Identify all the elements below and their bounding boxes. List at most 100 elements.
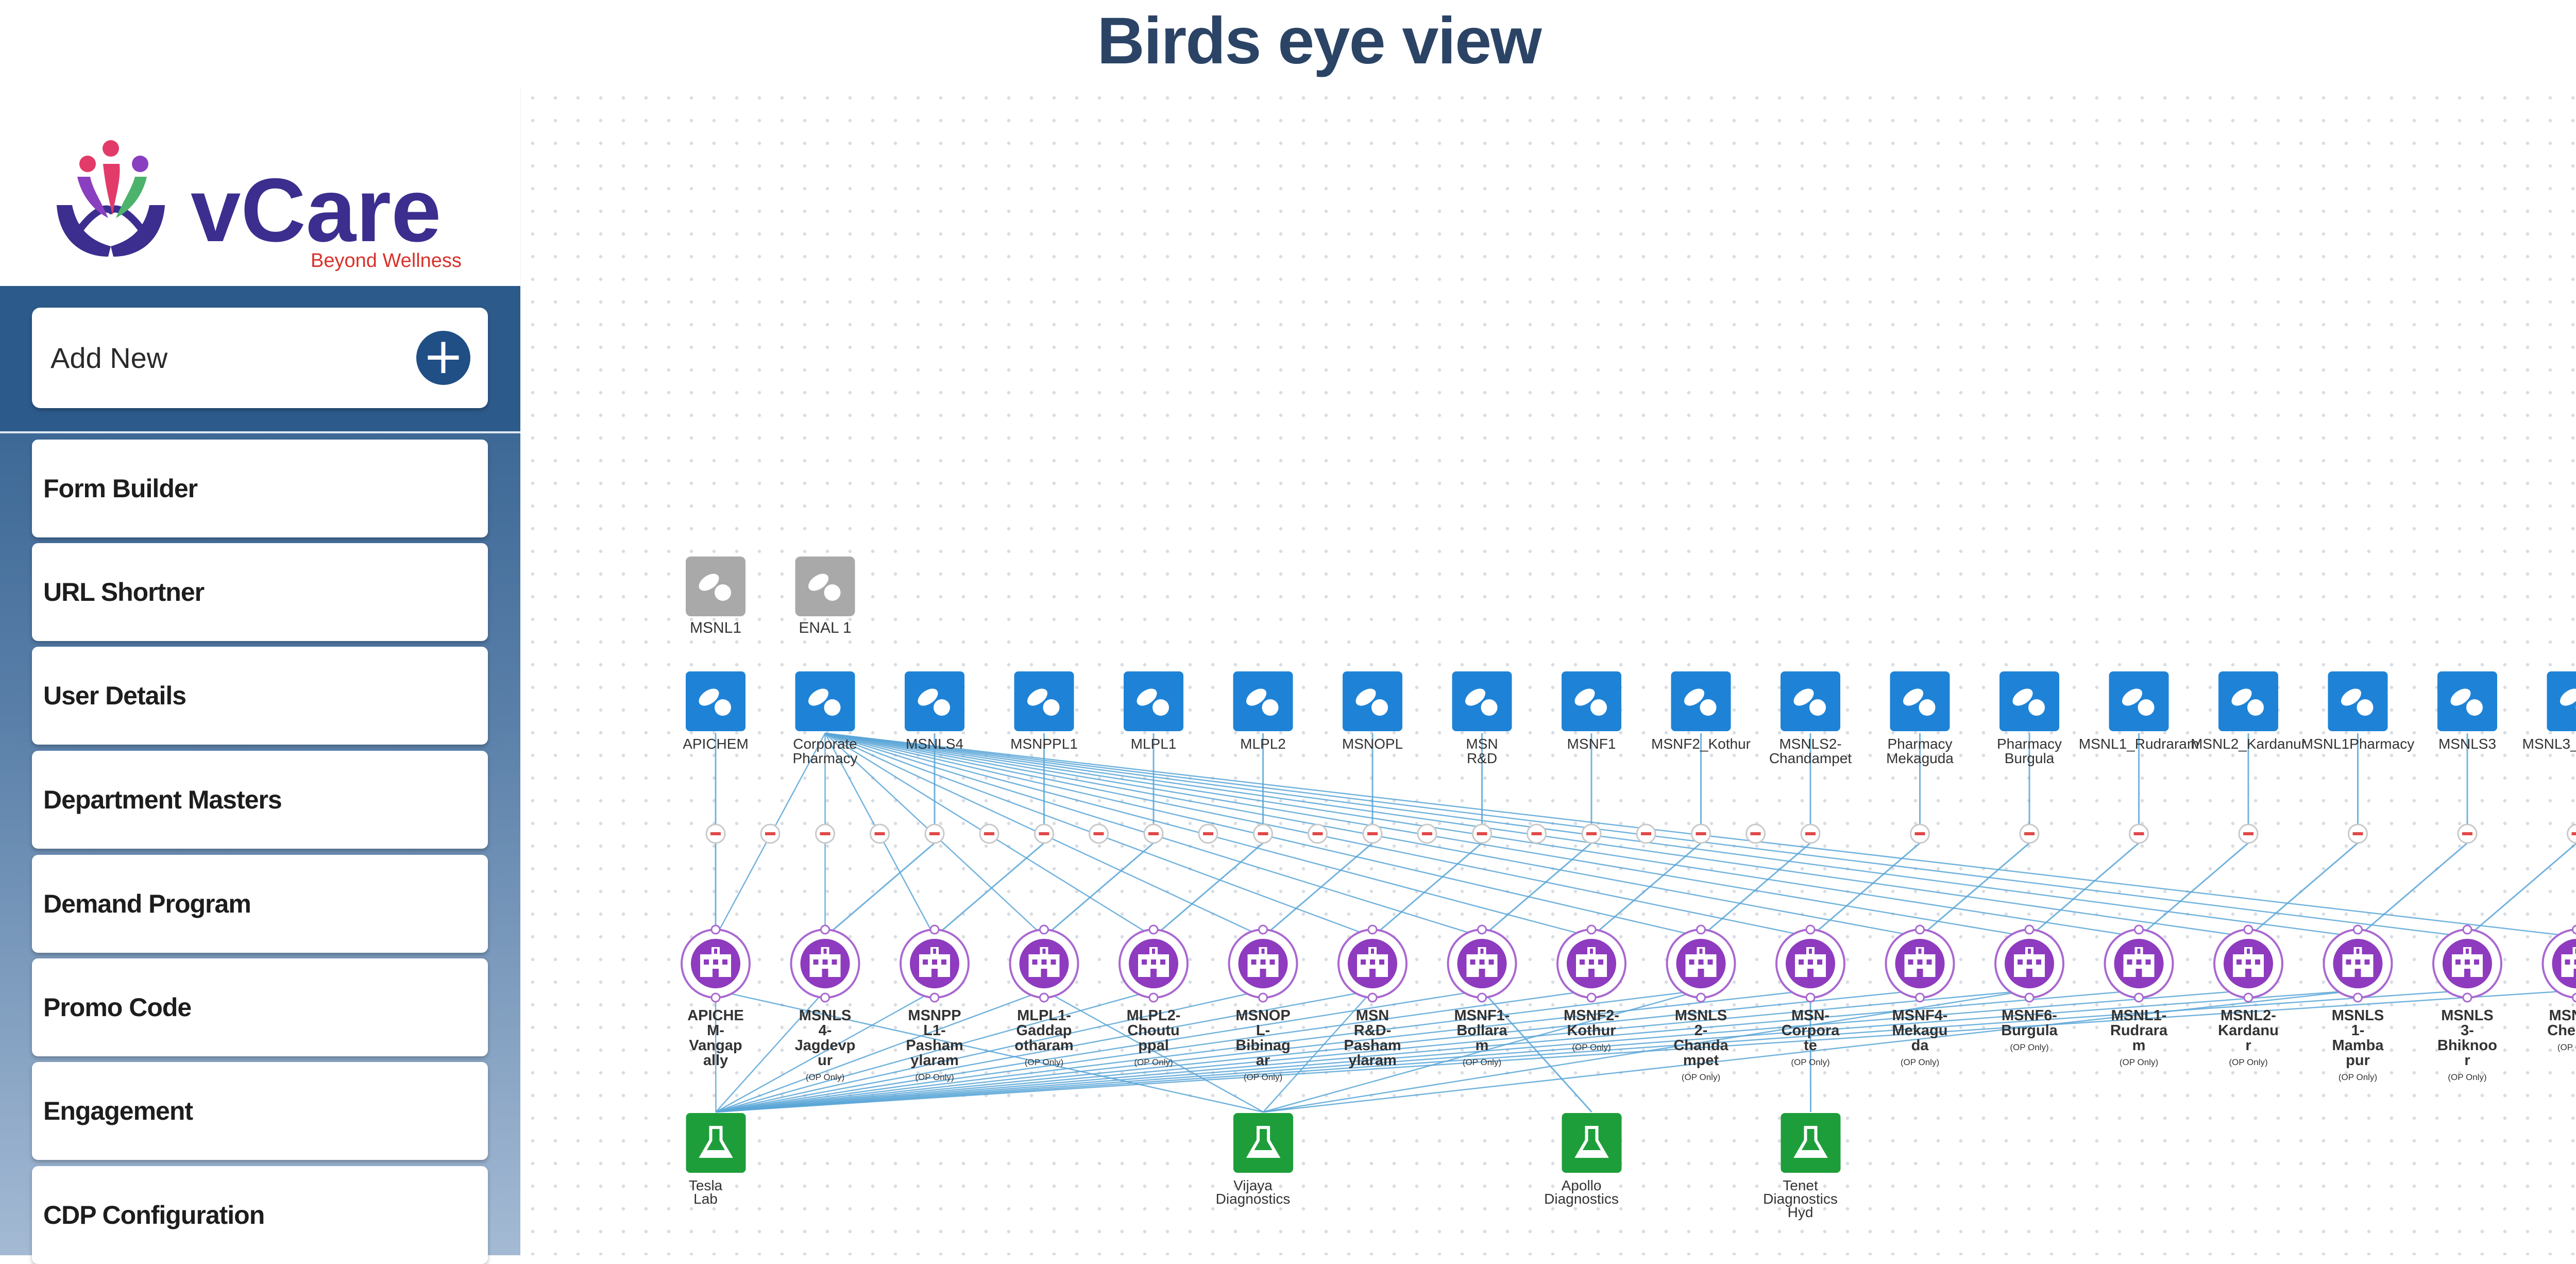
lab-node[interactable] bbox=[1233, 1113, 1293, 1173]
pharmacy-node[interactable] bbox=[2437, 671, 2497, 731]
hospital-node[interactable] bbox=[2543, 925, 2576, 1002]
collapse-button[interactable] bbox=[871, 824, 889, 843]
lab-node[interactable] bbox=[1562, 1113, 1622, 1173]
sidebar-item-form-builder[interactable]: Form Builder bbox=[32, 440, 488, 537]
collapse-button[interactable] bbox=[1309, 824, 1327, 843]
sidebar-item-department-masters[interactable]: Department Masters bbox=[32, 751, 488, 849]
pharmacy-node[interactable] bbox=[1890, 671, 1950, 731]
inactive-node-box[interactable] bbox=[795, 557, 855, 616]
pharmacy-node-box[interactable] bbox=[1233, 671, 1293, 731]
pharmacy-node-box[interactable] bbox=[2218, 671, 2278, 731]
collapse-button[interactable] bbox=[2130, 824, 2148, 843]
sidebar-item-url-shortner[interactable]: URL Shortner bbox=[32, 543, 488, 641]
collapse-button[interactable] bbox=[2020, 824, 2039, 843]
collapse-button[interactable] bbox=[1692, 824, 1710, 843]
pharmacy-node[interactable] bbox=[795, 671, 855, 731]
hospital-node[interactable] bbox=[2324, 925, 2392, 1002]
pharmacy-node-box[interactable] bbox=[1781, 671, 1840, 731]
lab-node[interactable] bbox=[686, 1113, 746, 1173]
vcare-logo[interactable]: vCare Beyond Wellness bbox=[0, 87, 520, 286]
pharmacy-node-box[interactable] bbox=[1452, 671, 1512, 731]
collapse-button[interactable] bbox=[706, 824, 725, 843]
collapse-button[interactable] bbox=[1747, 824, 1765, 843]
hospital-node[interactable] bbox=[1229, 925, 1297, 1002]
pharmacy-node-box[interactable] bbox=[2109, 671, 2169, 731]
inactive-pharmacy-node[interactable] bbox=[795, 557, 855, 616]
collapse-button[interactable] bbox=[816, 824, 835, 843]
sidebar-item-demand-program[interactable]: Demand Program bbox=[32, 855, 488, 953]
pharmacy-node-box[interactable] bbox=[2437, 671, 2497, 731]
pharmacy-node[interactable] bbox=[1781, 671, 1840, 731]
hospital-node[interactable] bbox=[682, 925, 750, 1002]
pharmacy-node-box[interactable] bbox=[905, 671, 964, 731]
sidebar-item-engagement[interactable]: Engagement bbox=[32, 1062, 488, 1160]
pharmacy-node[interactable] bbox=[1999, 671, 2059, 731]
hospital-node[interactable] bbox=[1120, 925, 1188, 1002]
pharmacy-node[interactable] bbox=[905, 671, 964, 731]
hospital-node[interactable] bbox=[2433, 925, 2501, 1002]
pharmacy-node-box[interactable] bbox=[1343, 671, 1402, 731]
collapse-button[interactable] bbox=[1473, 824, 1492, 843]
hospital-node[interactable] bbox=[1886, 925, 1954, 1002]
pharmacy-node-box[interactable] bbox=[1671, 671, 1731, 731]
pharmacy-node[interactable] bbox=[1124, 671, 1183, 731]
sidebar-item-promo-code[interactable]: Promo Code bbox=[32, 958, 488, 1056]
collapse-button[interactable] bbox=[1528, 824, 1546, 843]
collapse-button[interactable] bbox=[1911, 824, 1929, 843]
collapse-button[interactable] bbox=[1801, 824, 1820, 843]
pharmacy-node-box[interactable] bbox=[1562, 671, 1621, 731]
sidebar-item-user-details[interactable]: User Details bbox=[32, 647, 488, 745]
pharmacy-node[interactable] bbox=[1343, 671, 1402, 731]
hospital-node[interactable] bbox=[791, 925, 859, 1002]
collapse-button[interactable] bbox=[2568, 824, 2576, 843]
pharmacy-node-box[interactable] bbox=[1999, 671, 2059, 731]
lab-node-box[interactable] bbox=[1562, 1113, 1622, 1173]
collapse-button[interactable] bbox=[1035, 824, 1054, 843]
lab-node-box[interactable] bbox=[1781, 1113, 1841, 1173]
collapse-button[interactable] bbox=[1254, 824, 1273, 843]
pharmacy-node[interactable] bbox=[2547, 671, 2576, 731]
plus-icon[interactable]: + bbox=[416, 331, 470, 385]
pharmacy-node[interactable] bbox=[1671, 671, 1731, 731]
pharmacy-node-box[interactable] bbox=[686, 671, 745, 731]
pharmacy-node[interactable] bbox=[1562, 671, 1621, 731]
collapse-button[interactable] bbox=[980, 824, 998, 843]
collapse-button[interactable] bbox=[1637, 824, 1655, 843]
collapse-button[interactable] bbox=[1582, 824, 1601, 843]
collapse-button[interactable] bbox=[925, 824, 944, 843]
hospital-node[interactable] bbox=[2105, 925, 2173, 1002]
hospital-node[interactable] bbox=[1338, 925, 1406, 1002]
pharmacy-node-box[interactable] bbox=[795, 671, 855, 731]
pharmacy-node[interactable] bbox=[1014, 671, 1074, 731]
inactive-node-box[interactable] bbox=[686, 557, 745, 616]
pharmacy-node[interactable] bbox=[2218, 671, 2278, 731]
hospital-node[interactable] bbox=[1448, 925, 1516, 1002]
pharmacy-node[interactable] bbox=[2109, 671, 2169, 731]
collapse-button[interactable] bbox=[1144, 824, 1163, 843]
pharmacy-node-box[interactable] bbox=[1890, 671, 1950, 731]
hospital-node[interactable] bbox=[1557, 925, 1625, 1002]
hospital-node[interactable] bbox=[1667, 925, 1735, 1002]
hospital-node[interactable] bbox=[901, 925, 969, 1002]
pharmacy-node-box[interactable] bbox=[1014, 671, 1074, 731]
pharmacy-node-box[interactable] bbox=[1124, 671, 1183, 731]
pharmacy-node[interactable] bbox=[1452, 671, 1512, 731]
collapse-button[interactable] bbox=[2458, 824, 2477, 843]
pharmacy-node[interactable] bbox=[2328, 671, 2388, 731]
hospital-node[interactable] bbox=[2214, 925, 2282, 1002]
collapse-button[interactable] bbox=[2239, 824, 2258, 843]
lab-node[interactable] bbox=[1781, 1113, 1841, 1173]
pharmacy-node[interactable] bbox=[686, 671, 745, 731]
sidebar-item-cdp-configuration[interactable]: CDP Configuration bbox=[32, 1166, 488, 1264]
hospital-node[interactable] bbox=[1995, 925, 2063, 1002]
collapse-button[interactable] bbox=[2349, 824, 2367, 843]
collapse-button[interactable] bbox=[1363, 824, 1382, 843]
inactive-pharmacy-node[interactable] bbox=[686, 557, 745, 616]
lab-node-box[interactable] bbox=[686, 1113, 746, 1173]
pharmacy-node-box[interactable] bbox=[2328, 671, 2388, 731]
hospital-node[interactable] bbox=[1776, 925, 1844, 1002]
collapse-button[interactable] bbox=[1090, 824, 1108, 843]
collapse-button[interactable] bbox=[761, 824, 779, 843]
